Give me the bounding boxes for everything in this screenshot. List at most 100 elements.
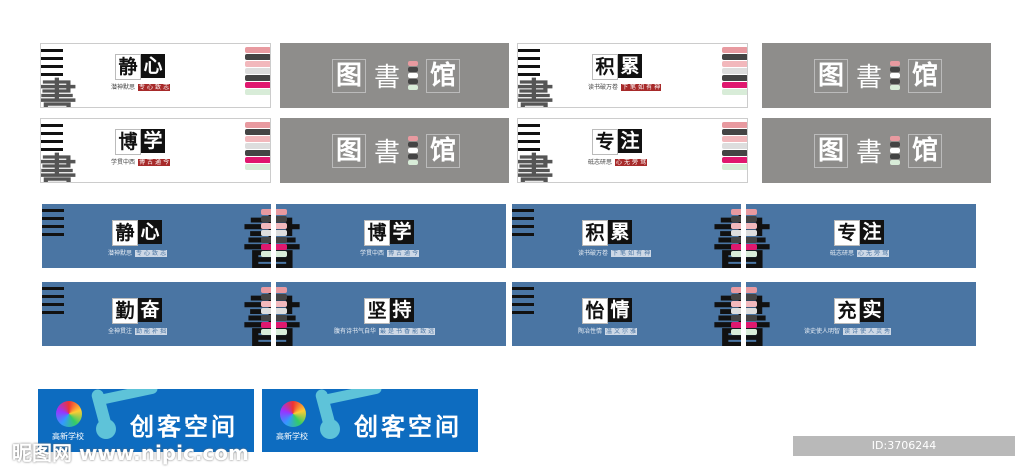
sign-title: 静心	[115, 54, 165, 80]
motto-char: 无	[623, 159, 632, 166]
motto-char: 使	[859, 328, 868, 335]
motto-char: 是	[387, 328, 396, 335]
split-gap	[741, 204, 746, 268]
motto-char: 如	[637, 84, 646, 91]
sign-title: 专注	[592, 129, 642, 155]
motto-char: 笔	[619, 250, 628, 257]
motto-char: 今	[411, 250, 420, 257]
maker-space-sign: 高新学校 创客空间	[38, 389, 254, 452]
book-character-strokes	[42, 209, 64, 236]
maker-title: 创客空间	[130, 413, 238, 441]
book-character-strokes	[42, 287, 64, 314]
book-character-strokes	[41, 49, 63, 76]
sign-title: 静心	[112, 220, 162, 246]
motto-char: 诗	[851, 328, 860, 335]
title-char: 持	[390, 298, 414, 322]
motto-char: 书	[395, 328, 404, 335]
sign-subtitle: 读史使人明智读诗使人灵秀	[804, 326, 892, 335]
library-title: 图書馆	[332, 57, 461, 94]
motto-char: 致	[419, 328, 428, 335]
motto-char: 补	[151, 328, 160, 335]
sign-subtitle: 学贯中西博古通今	[111, 157, 171, 166]
library-char: 書	[856, 63, 883, 93]
subtitle-text: 读史使人明智	[804, 328, 841, 335]
motto-char: 香	[403, 328, 412, 335]
title-char: 学	[390, 220, 414, 244]
motto-tags: 专心致志	[135, 248, 168, 257]
title-char: 奋	[138, 298, 162, 322]
sign-subtitle: 学贯中西博古通今	[360, 248, 420, 257]
motto-char: 最	[379, 328, 388, 335]
library-sign: 图書馆	[762, 43, 991, 108]
sign-title: 勤奋	[112, 298, 162, 324]
ghost-book-char: 書	[40, 150, 77, 183]
motto-char: 人	[867, 328, 876, 335]
motto-char: 古	[395, 250, 404, 257]
motto-char: 骛	[881, 250, 890, 257]
motto-char: 博	[387, 250, 396, 257]
book-stack-icon	[408, 60, 419, 91]
title-char: 静	[115, 54, 141, 80]
library-title: 图書馆	[814, 132, 943, 169]
title-char: 充	[834, 298, 860, 324]
book-character-strokes	[512, 209, 534, 236]
sign-subtitle: 砥志研思心无旁骛	[830, 248, 890, 257]
library-char: 馆	[908, 58, 943, 93]
book-character-strokes	[512, 287, 534, 314]
title-char: 静	[112, 220, 138, 246]
title-char: 专	[592, 129, 618, 155]
library-char: 馆	[908, 133, 943, 168]
motto-char: 志	[159, 250, 168, 257]
motto-sign-blue: 积累读书破万卷下笔如有神专注砥志研思心无旁骛書	[512, 204, 976, 268]
robot-joint-icon	[96, 419, 116, 439]
split-gap	[271, 282, 276, 346]
motto-char: 今	[162, 159, 171, 166]
book-character-strokes	[41, 124, 63, 151]
motto-char: 神	[643, 250, 652, 257]
motto-char: 心	[143, 250, 152, 257]
motto-char: 旁	[873, 250, 882, 257]
sign-subtitle: 陶冶性情温文尔雅	[578, 326, 638, 335]
motto-char: 灵	[875, 328, 884, 335]
motto-tags: 专心致志	[138, 82, 171, 91]
title-char: 学	[141, 129, 165, 153]
title-char: 累	[618, 54, 642, 78]
subtitle-text: 全神贯注	[108, 328, 133, 335]
sign-title: 坚持	[364, 298, 414, 324]
motto-char: 有	[645, 84, 654, 91]
image-id-bar: ID:3706244 NO:20191221110543333086	[793, 436, 1015, 472]
motto-char: 志	[162, 84, 171, 91]
title-char: 坚	[364, 298, 390, 324]
motto-tags: 博古通今	[387, 248, 420, 257]
subtitle-text: 学贯中西	[360, 250, 385, 257]
library-title: 图書馆	[332, 132, 461, 169]
ghost-book-char: 書	[517, 150, 554, 183]
motto-tags: 最是书香能致远	[379, 326, 436, 335]
motto-char: 读	[843, 328, 852, 335]
sign-title: 充实	[834, 298, 884, 324]
ghost-book-char: 書	[517, 75, 554, 108]
library-char: 图	[814, 133, 848, 168]
title-char: 积	[592, 54, 618, 80]
motto-char: 心	[857, 250, 866, 257]
motto-char: 温	[605, 328, 614, 335]
title-char: 实	[860, 298, 884, 322]
motto-char: 秀	[883, 328, 892, 335]
subtitle-text: 学贯中西	[111, 159, 136, 166]
book-character-strokes	[518, 49, 540, 76]
book-stack-icon	[722, 121, 747, 171]
motto-sign-white: 書博学学贯中西博古通今	[40, 118, 271, 183]
sign-title: 积累	[592, 54, 642, 80]
motto-char: 勤	[135, 328, 144, 335]
subtitle-text: 读书破万卷	[588, 84, 619, 91]
title-char: 勤	[112, 298, 138, 324]
motto-char: 拙	[159, 328, 168, 335]
book-stack-icon	[408, 135, 419, 166]
robot-arm-icon	[321, 389, 383, 406]
library-char: 图	[332, 133, 366, 168]
school-name: 高新学校	[52, 432, 84, 441]
motto-sign-blue: 怡情陶冶性情温文尔雅充实读史使人明智读诗使人灵秀書	[512, 282, 976, 346]
title-char: 怡	[582, 298, 608, 324]
subtitle-text: 陶冶性情	[578, 328, 603, 335]
motto-char: 心	[615, 159, 624, 166]
